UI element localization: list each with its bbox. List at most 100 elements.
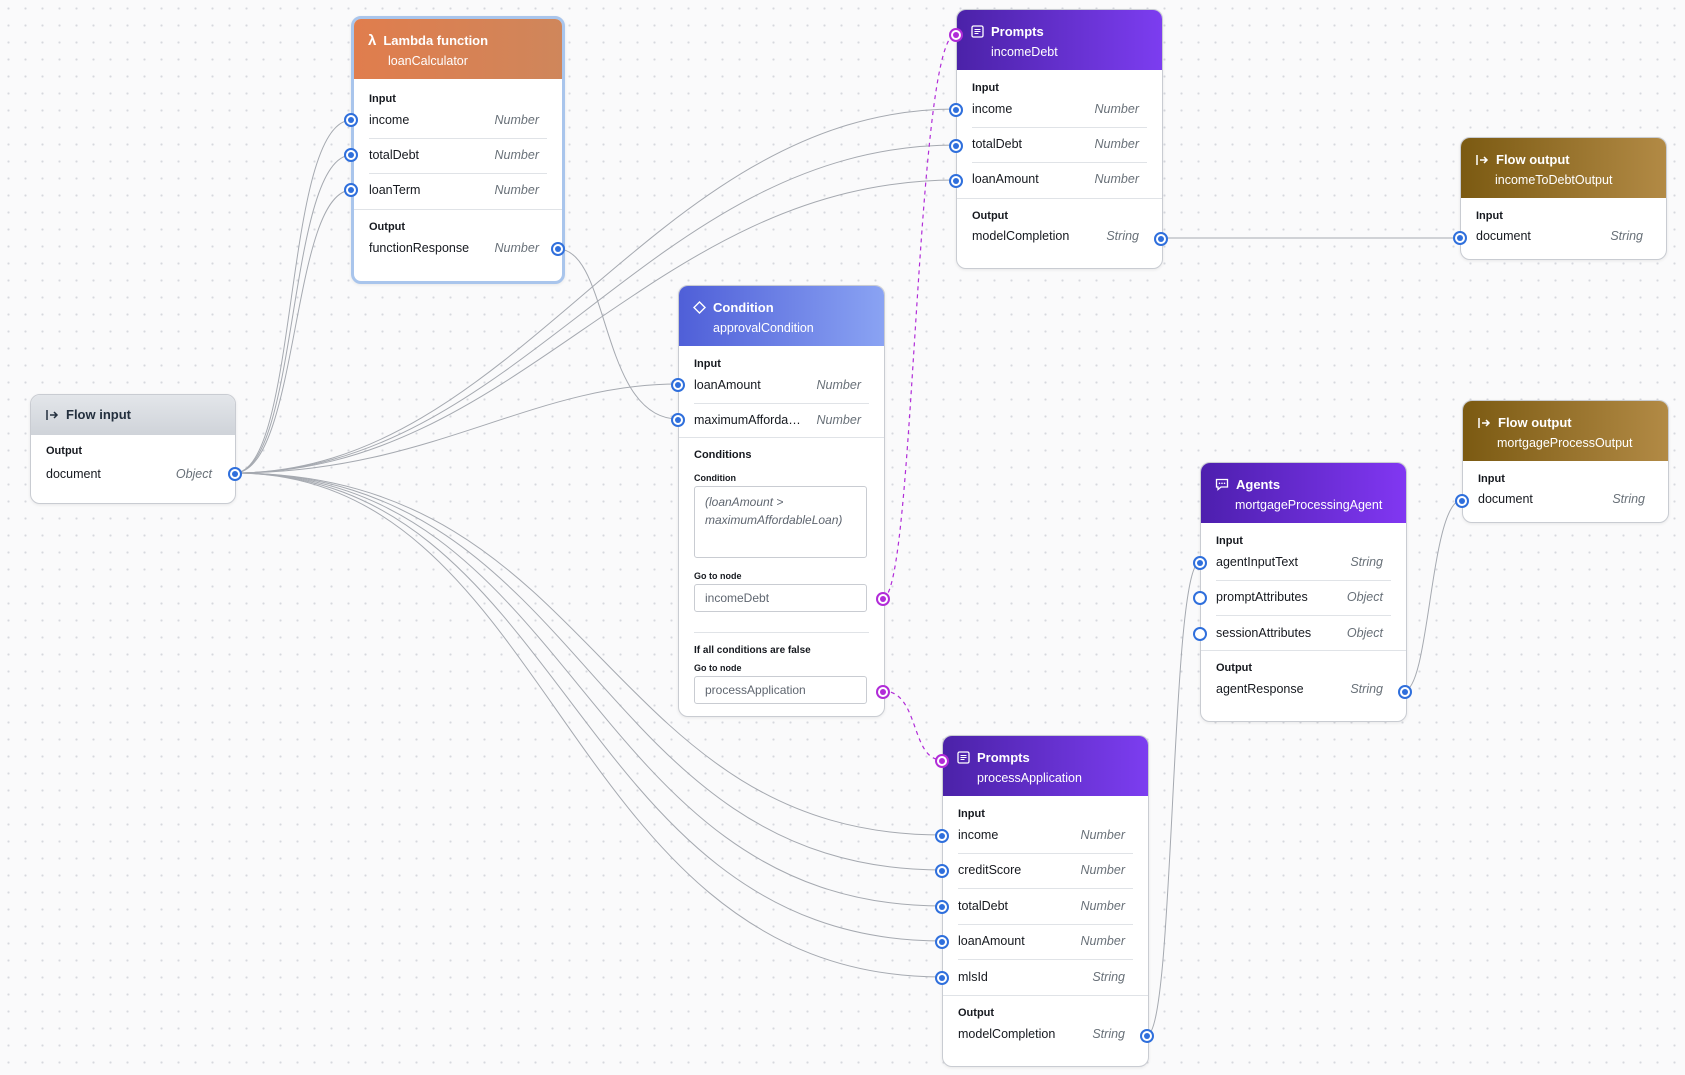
node-name: loanCalculator [388, 54, 468, 68]
input-type: Number [816, 413, 861, 427]
else-goto-node-input[interactable]: processApplication [694, 676, 867, 704]
divider [1201, 650, 1406, 651]
input-name: promptAttributes [1216, 590, 1308, 604]
input-port-income[interactable] [935, 829, 949, 843]
node-lambda-function[interactable]: λ Lambda function loanCalculator Input i… [344, 16, 565, 284]
node-name: mortgageProcessingAgent [1235, 498, 1383, 512]
node-type-label: Condition [713, 300, 774, 315]
output-port[interactable] [1154, 232, 1168, 246]
input-port-totaldebt[interactable] [344, 148, 358, 162]
input-port-income[interactable] [344, 113, 358, 127]
output-section-label: Output [369, 221, 406, 233]
input-name: loanAmount [958, 934, 1025, 948]
node-header: λ Lambda function loanCalculator [354, 19, 562, 79]
input-section-label: Input [958, 808, 985, 820]
condition-false-output-port[interactable] [876, 685, 890, 699]
condition-expression-textarea[interactable]: (loanAmount > maximumAffordableLoan) [694, 486, 867, 558]
input-port-mlsid[interactable] [935, 971, 949, 985]
input-name: loanAmount [972, 172, 1039, 186]
node-header: Flow output incomeToDebtOutput [1461, 138, 1666, 198]
node-flow-input[interactable]: Flow input Output document Object [30, 394, 242, 504]
input-name: document [1478, 492, 1533, 506]
output-name: agentResponse [1216, 682, 1304, 696]
input-port-loanamount[interactable] [671, 378, 685, 392]
node-header: Flow input [31, 395, 235, 435]
input-port-document[interactable] [1455, 494, 1469, 508]
input-name: loanTerm [369, 183, 421, 197]
node-type-label: Prompts [991, 24, 1044, 39]
conditional-input-port[interactable] [949, 28, 963, 42]
input-section-label: Input [1476, 210, 1503, 222]
node-type-label: Agents [1236, 477, 1281, 492]
input-section-label: Input [369, 93, 396, 105]
input-port-promptattributes[interactable] [1193, 591, 1207, 605]
condition-true-output-port[interactable] [876, 592, 890, 606]
output-name: modelCompletion [972, 229, 1070, 243]
conditional-input-port[interactable] [935, 754, 949, 768]
input-port-agentinputtext[interactable] [1193, 556, 1207, 570]
input-name: maximumAfforda… [694, 413, 801, 427]
output-type: Number [494, 241, 539, 255]
node-agent[interactable]: Agents mortgageProcessingAgent Input age… [1193, 462, 1412, 722]
input-port-loanamount[interactable] [949, 174, 963, 188]
input-port-creditscore[interactable] [935, 864, 949, 878]
input-port-totaldebt[interactable] [949, 139, 963, 153]
input-name: creditScore [958, 863, 1022, 877]
divider [943, 995, 1148, 996]
output-row: document Object [46, 457, 220, 492]
input-port-loanamount[interactable] [935, 935, 949, 949]
output-type: String [1350, 682, 1383, 696]
input-port-totaldebt[interactable] [935, 900, 949, 914]
node-type-label: Prompts [977, 750, 1030, 765]
input-port-sessionattributes[interactable] [1193, 627, 1207, 641]
edge-agent-to-output2 [1403, 499, 1463, 692]
node-type-label: Lambda function [383, 33, 489, 48]
output-name: functionResponse [369, 241, 470, 255]
divider [694, 632, 869, 633]
input-type: Number [494, 183, 539, 197]
edge-input-to-lambda-totaldebt [233, 154, 353, 474]
input-port-document[interactable] [1453, 231, 1467, 245]
input-row: income Number [958, 818, 1133, 854]
input-type: Object [1346, 626, 1383, 640]
input-port-maximumaffordableloan[interactable] [671, 413, 685, 427]
divider [354, 209, 562, 210]
node-name: incomeToDebtOutput [1495, 173, 1613, 187]
input-name: document [1476, 229, 1531, 243]
goto-node-input[interactable]: incomeDebt [694, 584, 867, 612]
input-type: Number [494, 113, 539, 127]
node-flow-output-income[interactable]: Flow output incomeToDebtOutput Input doc… [1453, 137, 1667, 260]
output-name: modelCompletion [958, 1027, 1056, 1041]
output-port[interactable] [551, 242, 565, 256]
input-row: loanTerm Number [369, 173, 547, 208]
node-flow-output-mortgage[interactable]: Flow output mortgageProcessOutput Input … [1455, 400, 1669, 523]
lambda-icon: λ [368, 31, 377, 49]
output-row: functionResponse Number [369, 231, 547, 266]
output-port[interactable] [228, 467, 242, 481]
input-port-income[interactable] [949, 103, 963, 117]
node-condition[interactable]: Condition approvalCondition Input loanAm… [671, 285, 890, 717]
output-port[interactable] [1398, 685, 1412, 699]
output-section-label: Output [958, 1007, 995, 1019]
else-goto-label: Go to node [694, 663, 742, 673]
input-name: totalDebt [369, 148, 420, 162]
output-port[interactable] [1140, 1029, 1154, 1043]
else-section-label: If all conditions are false [694, 645, 811, 656]
input-port-loanterm[interactable] [344, 183, 358, 197]
input-name: income [958, 828, 999, 842]
input-type: Number [1080, 828, 1125, 842]
input-section-label: Input [1478, 473, 1505, 485]
